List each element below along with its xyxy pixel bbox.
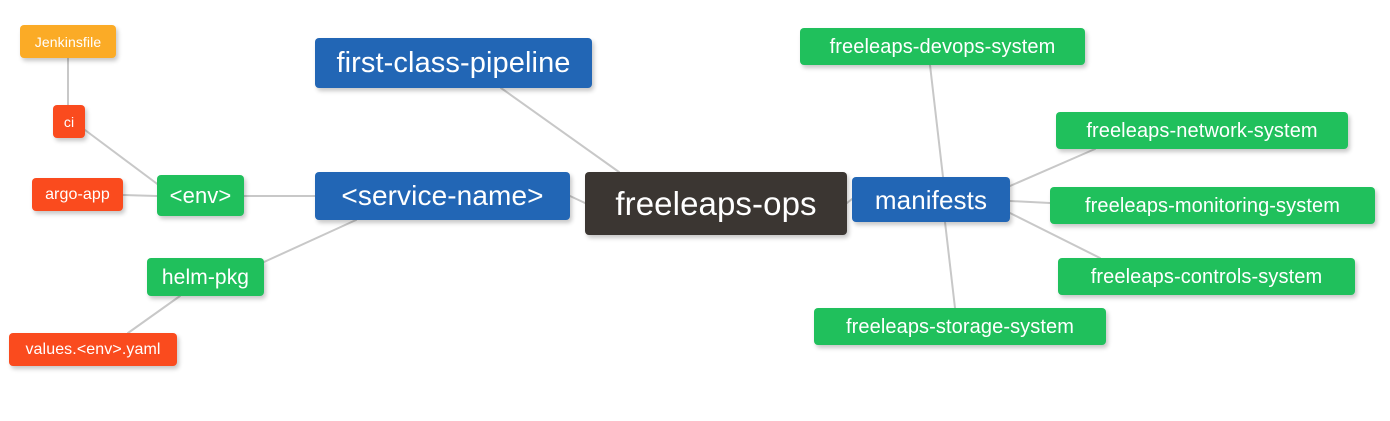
mindmap-node-devops-system[interactable]: freeleaps-devops-system [800,28,1085,65]
mindmap-node-env[interactable]: <env> [157,175,244,216]
mindmap-node-manifests[interactable]: manifests [852,177,1010,222]
mindmap-node-first-class-pipeline[interactable]: first-class-pipeline [315,38,592,88]
mindmap-node-argo-app[interactable]: argo-app [32,178,123,211]
mindmap-node-service-name[interactable]: <service-name> [315,172,570,220]
mindmap-node-network-system[interactable]: freeleaps-network-system [1056,112,1348,149]
mindmap-node-jenkinsfile[interactable]: Jenkinsfile [20,25,116,58]
edge-freeleaps-ops-to-service-name [569,195,586,204]
mindmap-node-monitoring-system[interactable]: freeleaps-monitoring-system [1050,187,1375,224]
mindmap-node-values-yaml[interactable]: values.<env>.yaml [9,333,177,366]
edge-manifests-to-storage-system [944,221,956,309]
edge-manifests-to-monitoring-system [1009,200,1051,204]
edge-service-name-to-helm-pkg [263,219,357,263]
edge-manifests-to-devops-system [929,64,944,178]
mindmap-node-helm-pkg[interactable]: helm-pkg [147,258,264,296]
edge-env-to-argo-app [122,194,158,197]
mindmap-node-freeleaps-ops[interactable]: freeleaps-ops [585,172,847,235]
mindmap-node-storage-system[interactable]: freeleaps-storage-system [814,308,1106,345]
mindmap-node-controls-system[interactable]: freeleaps-controls-system [1058,258,1355,295]
edge-freeleaps-ops-to-first-class-pipeline [500,87,620,173]
edge-helm-pkg-to-values-yaml [127,295,181,334]
mindmap-node-ci[interactable]: ci [53,105,85,138]
edge-manifests-to-network-system [1009,148,1096,187]
